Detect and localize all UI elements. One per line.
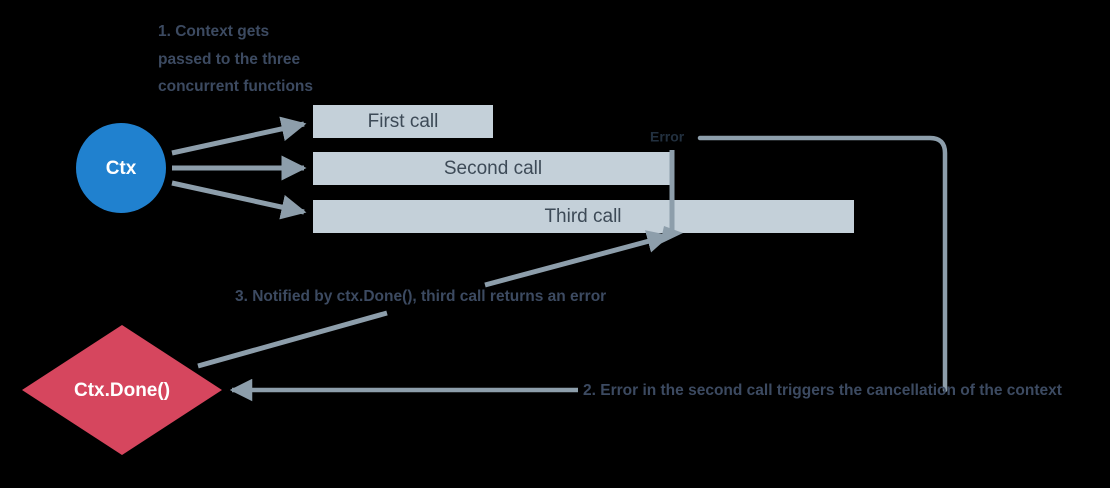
first-call-bar-rect [313,105,493,138]
third-call-bar-rect [313,200,854,233]
first-call-bar[interactable]: First call [313,105,493,138]
annotation-step-2: 2. Error in the second call triggers the… [583,382,1062,399]
context-node-label: Ctx [106,158,137,179]
notify-upper-segment [484,230,671,288]
context-fanout-arrows [171,116,307,220]
arrow-ctx-to-first-call [171,116,307,156]
third-call-bar-label: Third call [544,206,621,227]
second-call-bar-label: Second call [444,158,542,179]
context-node-circle [76,123,166,213]
done-node-diamond [22,325,222,455]
cancellation-route [229,135,948,402]
annotation-step-1-line-2: passed to the three [158,51,300,68]
notify-route [197,230,671,369]
second-call-bar-rect [313,152,673,185]
annotation-step-1-line-1: 1. Context gets [158,23,269,40]
second-call-bar[interactable]: Second call [313,152,673,185]
cancellation-route-path [697,135,948,393]
annotation-step-3: 3. Notified by ctx.Done(), third call re… [235,288,606,305]
done-node[interactable]: Ctx.Done() [22,325,222,455]
annotation-error-label: Error [650,129,685,145]
annotation-step-1: 1. Context gets passed to the three conc… [158,23,313,95]
annotation-step-1-line-3: concurrent functions [158,78,313,95]
notify-lower-segment [197,310,388,369]
arrow-ctx-to-third-call [171,180,307,220]
done-node-label: Ctx.Done() [74,380,170,401]
first-call-bar-label: First call [368,111,439,132]
third-call-bar[interactable]: Third call [313,200,854,233]
context-node[interactable]: Ctx [76,123,166,213]
